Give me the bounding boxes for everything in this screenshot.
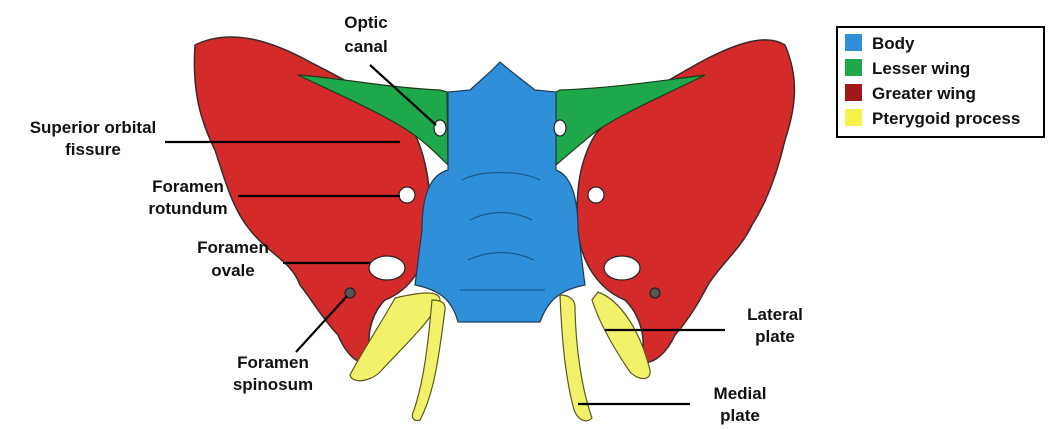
legend: Body Lesser wing Greater wing Pterygoid … — [837, 27, 1044, 137]
optic-canal-left — [434, 120, 446, 136]
label-lateral-line2: plate — [755, 327, 795, 346]
label-medial-plate: Medial plate — [714, 384, 767, 425]
label-lateral-line1: Lateral — [747, 305, 803, 324]
foramen-ovale-right — [604, 256, 640, 280]
label-optic-canal-line1: Optic — [344, 13, 387, 32]
foramen-spinosum-right — [650, 288, 660, 298]
legend-label-greater-wing: Greater wing — [872, 84, 976, 103]
foramen-rotundum-left — [399, 187, 415, 203]
legend-swatch-body — [845, 34, 862, 51]
legend-item-pterygoid-process: Pterygoid process — [845, 109, 1020, 128]
label-sof-line2: fissure — [65, 140, 121, 159]
label-spinosum-line1: Foramen — [237, 353, 309, 372]
label-optic-canal: Optic canal — [344, 13, 387, 56]
label-lateral-plate: Lateral plate — [747, 305, 803, 346]
foramen-ovale-left — [369, 256, 405, 280]
legend-item-body: Body — [845, 34, 915, 53]
foramen-rotundum-right — [588, 187, 604, 203]
pterygoid-right-medial-plate — [560, 295, 592, 421]
label-superior-orbital-fissure: Superior orbital fissure — [30, 118, 157, 159]
legend-label-pterygoid-process: Pterygoid process — [872, 109, 1020, 128]
label-rotundum-line2: rotundum — [148, 199, 227, 218]
legend-swatch-greater-wing — [845, 84, 862, 101]
label-rotundum-line1: Foramen — [152, 177, 224, 196]
legend-swatch-pterygoid-process — [845, 109, 862, 126]
label-optic-canal-line2: canal — [344, 37, 387, 56]
label-foramen-spinosum: Foramen spinosum — [233, 353, 313, 394]
label-foramen-rotundum: Foramen rotundum — [148, 177, 227, 218]
label-ovale-line1: Foramen — [197, 238, 269, 257]
label-spinosum-line2: spinosum — [233, 375, 313, 394]
label-foramen-ovale: Foramen ovale — [197, 238, 269, 280]
legend-label-body: Body — [872, 34, 915, 53]
label-sof-line1: Superior orbital — [30, 118, 157, 137]
legend-swatch-lesser-wing — [845, 59, 862, 76]
label-ovale-line2: ovale — [211, 261, 254, 280]
legend-label-lesser-wing: Lesser wing — [872, 59, 970, 78]
label-medial-line2: plate — [720, 406, 760, 425]
label-medial-line1: Medial — [714, 384, 767, 403]
optic-canal-right — [554, 120, 566, 136]
